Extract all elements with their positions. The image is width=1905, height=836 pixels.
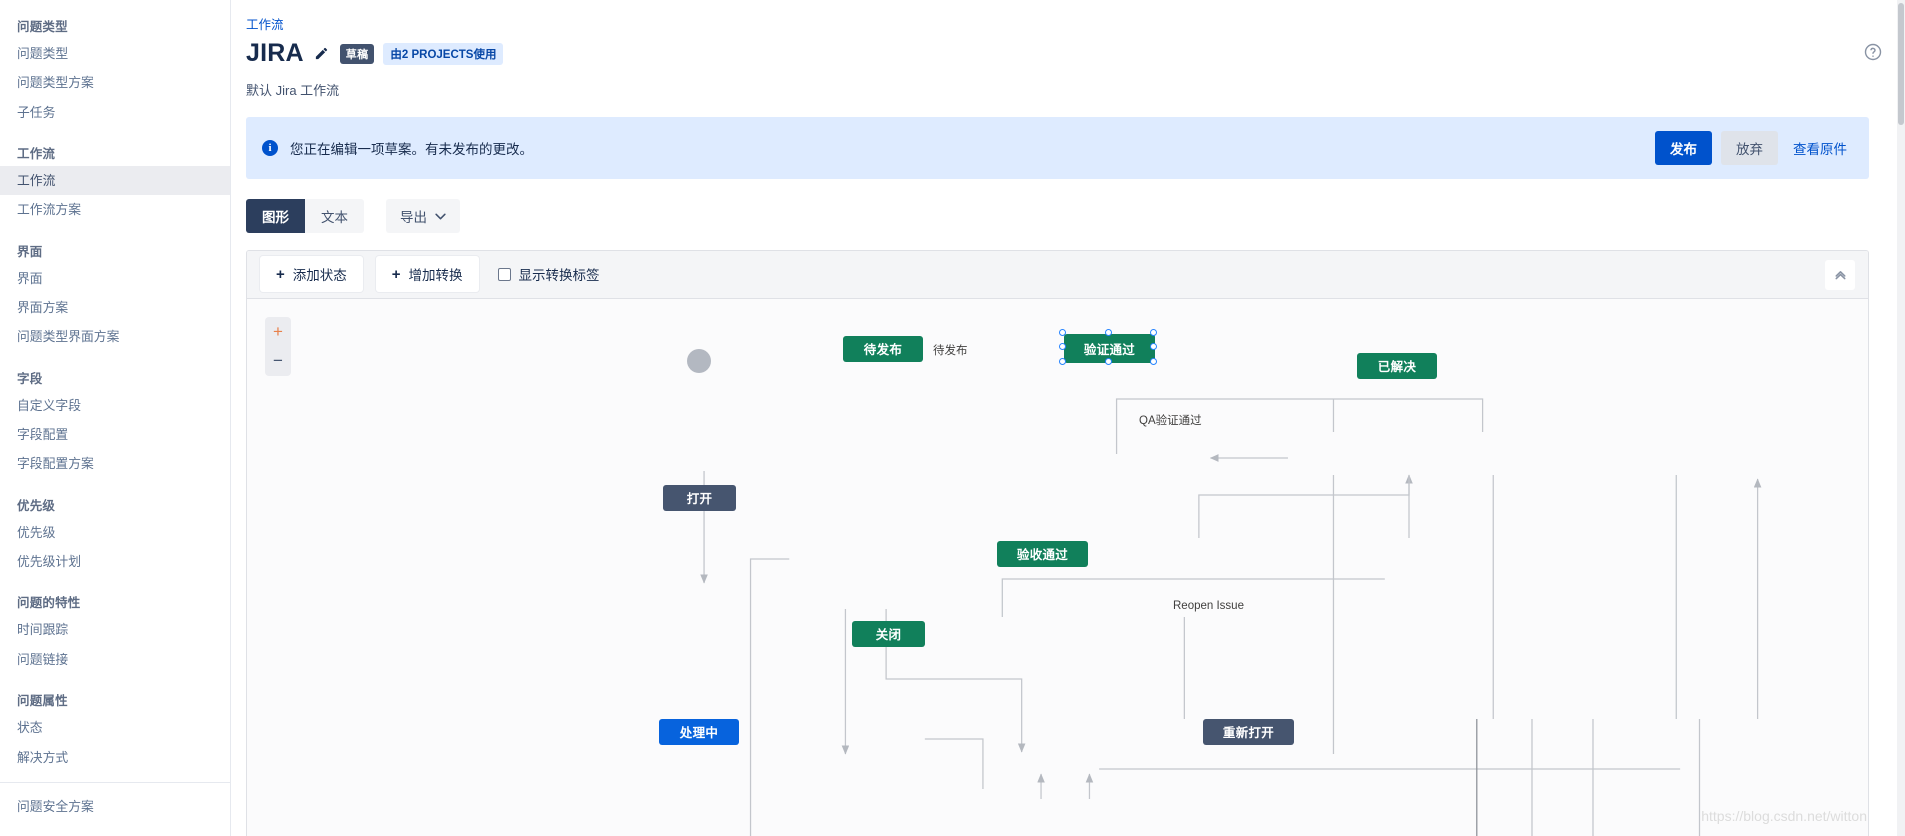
sidebar-item-1-0[interactable]: 工作流 [0,166,230,196]
selection-handle[interactable] [1104,357,1112,365]
sidebar-item-0-0[interactable]: 问题类型 [17,46,69,61]
sidebar-item-5-1[interactable]: 问题链接 [17,651,69,667]
sidebar-item-0-1[interactable]: 问题类型方案 [17,75,94,91]
sidebar-item-6-0[interactable]: 状态 [17,720,43,736]
banner-message-group: i 您正在编辑一项草案。有未发布的更改。 [262,138,533,158]
workflow-diagram-panel: + 添加状态 + 增加转换 显示转换标签 [246,249,1869,836]
page-title: JIRA [246,39,304,67]
scrollbar-thumb[interactable] [1898,3,1904,125]
plus-icon: + [391,265,401,283]
nav-group: 工作流工作流工作流方案 [0,137,230,225]
chevron-double-up-icon[interactable] [1825,259,1855,290]
sidebar-item-4-0[interactable]: 优先级 [17,524,56,540]
edge-label: 待发布 [933,344,968,357]
nav-group-header: 优先级 [17,498,56,513]
nav-group: 问题类型问题类型问题类型方案子任务 [0,10,230,127]
selection-handle[interactable] [1150,343,1157,350]
sidebar-item-6-1[interactable]: 解决方式 [17,749,69,765]
checkbox-box[interactable] [497,267,511,281]
view-tabs-row: 图形 文本 导出 [246,198,1869,233]
sidebar-item-0-2[interactable]: 子任务 [17,104,56,120]
discard-button[interactable]: 放弃 [1721,130,1778,165]
breadcrumb[interactable]: 工作流 [246,18,284,32]
help-circle-icon[interactable] [1863,42,1883,62]
tab-diagram[interactable]: 图形 [246,198,305,233]
projects-usage-badge[interactable]: 由2 PROJECTS使用 [383,42,504,65]
zoom-out-button[interactable]: − [273,351,283,370]
status-node-accepted[interactable]: 验收通过 [997,540,1088,567]
selection-handle[interactable] [1059,343,1066,350]
selection-handle[interactable] [1059,357,1066,365]
nav-group-header: 问题属性 [17,694,68,709]
sidebar-item-3-1[interactable]: 字段配置 [17,427,69,443]
nav-group: 字段自定义字段字段配置字段配置方案 [0,362,230,479]
sidebar: 问题类型问题类型问题类型方案子任务工作流工作流工作流方案界面界面界面方案问题类型… [0,0,231,836]
plus-icon: + [276,265,285,283]
edge-label: QA验证通过 [1139,414,1202,427]
workflow-description: 默认 Jira 工作流 [246,82,340,98]
nav-group: 问题属性状态解决方式 [0,684,230,772]
pencil-icon[interactable] [313,45,331,63]
status-node-reopened[interactable]: 重新打开 [1203,718,1294,745]
show-transition-labels-checkbox[interactable]: 显示转换标签 [497,264,600,284]
info-icon: i [262,139,278,156]
edge-lines [700,397,1762,836]
zoom-in-button[interactable]: + [273,322,283,341]
checkbox-label: 显示转换标签 [518,268,600,283]
sidebar-item-2-1[interactable]: 界面方案 [17,300,69,316]
tab-text[interactable]: 文本 [305,198,364,233]
status-badge-draft: 草稿 [339,43,375,64]
sidebar-item-3-0[interactable]: 自定义字段 [17,397,81,413]
page-scrollbar[interactable] [1897,0,1905,836]
export-label: 导出 [400,209,427,225]
title-row: JIRA 草稿 由2 PROJECTS使用 [243,39,1869,68]
diagram-toolbar: + 添加状态 + 增加转换 显示转换标签 [247,250,1868,299]
edge-label: Reopen Issue [1173,599,1244,612]
nav-group-header: 界面 [17,244,43,259]
main-content: 工作流 JIRA 草稿 由2 PROJECTS使用 默认 Jira 工作流 [231,0,1905,836]
view-original-button[interactable]: 查看原件 [1787,131,1853,165]
banner-actions: 发布 放弃 查看原件 [1655,130,1853,165]
nav-group: 问题的特性时间跟踪问题链接 [0,586,230,674]
view-tabgroup: 图形 文本 [246,198,364,233]
sidebar-item-5-0[interactable]: 时间跟踪 [17,622,69,638]
selection-handle[interactable] [1150,328,1157,336]
status-node-closed[interactable]: 关闭 [852,620,925,647]
nav-divider [0,781,230,783]
add-transition-label: 增加转换 [408,268,463,283]
sidebar-item-footer-0[interactable]: 问题安全方案 [17,798,94,814]
add-transition-button[interactable]: + 增加转换 [375,256,479,292]
status-node-resolved[interactable]: 已解决 [1357,352,1437,379]
sidebar-item-2-2[interactable]: 问题类型界面方案 [17,329,120,345]
watermark: https://blog.csdn.net/witton [1701,808,1867,824]
diagram-canvas[interactable]: + − [247,298,1868,836]
nav-group-header: 问题类型 [17,20,68,34]
nav-group: 优先级优先级优先级计划 [0,489,230,577]
selection-handle[interactable] [1104,328,1112,336]
add-status-label: 添加状态 [292,268,347,283]
sidebar-item-2-0[interactable]: 界面 [17,270,43,286]
nav-group-header: 工作流 [17,147,56,162]
add-status-button[interactable]: + 添加状态 [260,256,363,292]
sidebar-item-3-2[interactable]: 字段配置方案 [17,456,94,472]
nav-group-header: 问题的特性 [17,596,81,611]
sidebar-item-4-1[interactable]: 优先级计划 [17,554,81,570]
selection-handle[interactable] [1059,328,1066,336]
sidebar-item-1-1[interactable]: 工作流方案 [17,202,81,218]
start-node[interactable] [687,348,711,373]
banner-message: 您正在编辑一项草案。有未发布的更改。 [290,141,533,157]
status-node-open[interactable]: 打开 [663,484,736,511]
nav-group: 界面界面界面方案问题类型界面方案 [0,235,230,352]
draft-notice-banner: i 您正在编辑一项草案。有未发布的更改。 发布 放弃 查看原件 [246,116,1869,179]
status-node-pending[interactable]: 待发布 [843,335,923,362]
zoom-controls: + − [265,316,291,376]
status-node-inprogress[interactable]: 处理中 [659,718,739,745]
publish-button[interactable]: 发布 [1655,130,1712,165]
export-dropdown-button[interactable]: 导出 [386,198,460,233]
nav-group-header: 字段 [17,371,43,386]
selection-handle[interactable] [1150,357,1157,365]
chevron-down-icon [435,208,446,223]
